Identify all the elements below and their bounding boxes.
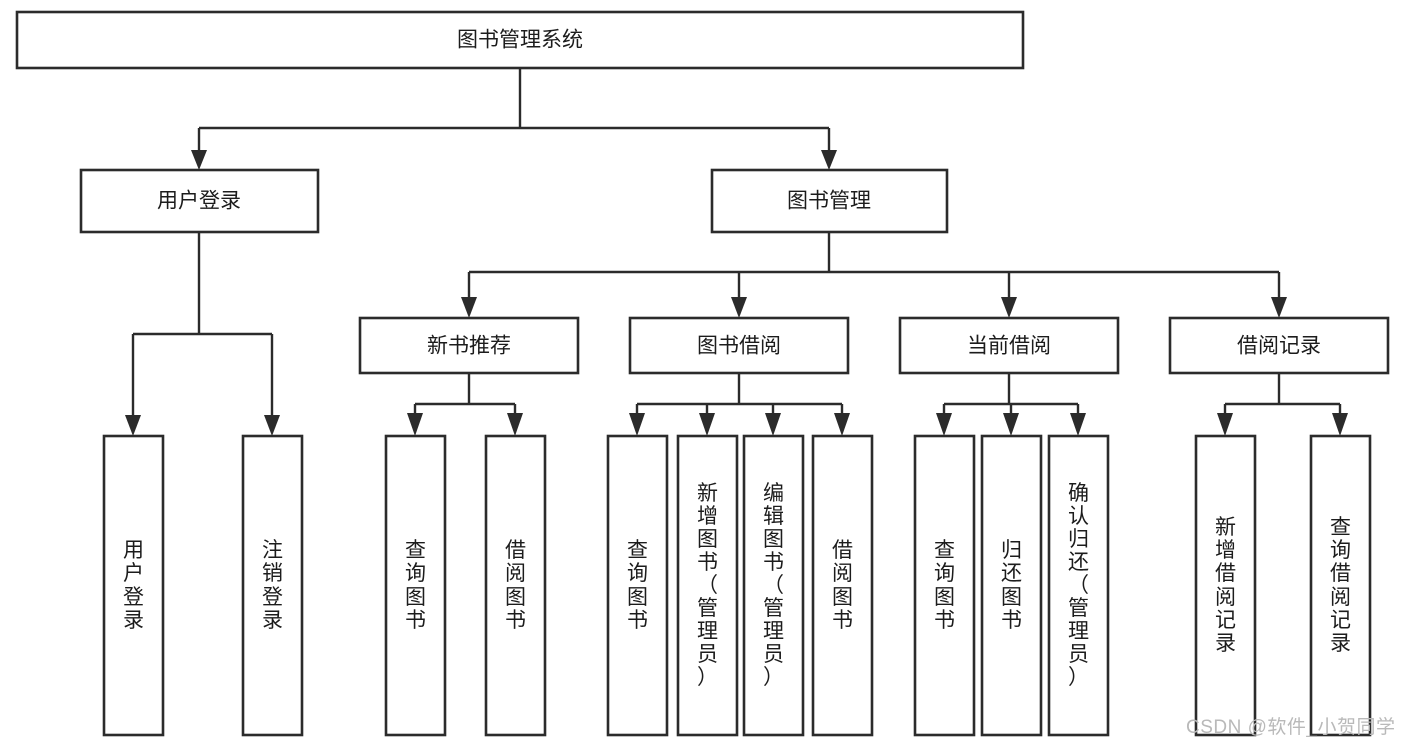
leaf-box-borrow-book-bb[interactable] bbox=[811, 434, 874, 737]
leaf-box-confirm-return-admin[interactable] bbox=[1047, 434, 1110, 737]
arrow-head-icon bbox=[765, 413, 781, 436]
leaf-box-edit-book-admin[interactable] bbox=[742, 434, 805, 737]
leaf-box-add-book-admin[interactable] bbox=[676, 434, 739, 737]
arrow-head-icon bbox=[264, 415, 280, 436]
leaf-box-query-book-cb[interactable] bbox=[913, 434, 976, 737]
leaf-box-add-borrow-record[interactable] bbox=[1194, 434, 1257, 737]
node-label-current-borrow: 当前借阅 bbox=[967, 335, 1051, 358]
arrow-head-icon bbox=[407, 413, 423, 436]
node-box[interactable] bbox=[710, 168, 949, 234]
arrow-head-icon bbox=[629, 413, 645, 436]
arrow-head-icon bbox=[507, 413, 523, 436]
node-label-book-management: 图书管理 bbox=[787, 190, 871, 213]
node-label-user-login: 用户登录 bbox=[157, 190, 241, 213]
arrow-head-icon bbox=[1003, 413, 1019, 436]
arrow-head-icon bbox=[1070, 413, 1086, 436]
arrow-head-icon bbox=[191, 150, 207, 170]
node-root[interactable]: 图书管理系统 bbox=[15, 10, 1025, 70]
node-label-book-borrow: 图书借阅 bbox=[697, 335, 781, 358]
arrow-head-icon bbox=[1217, 413, 1233, 436]
arrow-head-icon bbox=[731, 297, 747, 318]
arrow-head-icon bbox=[461, 297, 477, 318]
leaf-box-borrow-book-nbr[interactable] bbox=[484, 434, 547, 737]
leaf-box-layer bbox=[102, 434, 1372, 737]
arrow-head-icon bbox=[936, 413, 952, 436]
leaf-box-query-book-nbr[interactable] bbox=[384, 434, 447, 737]
node-label-root: 图书管理系统 bbox=[457, 29, 583, 52]
node-label-new-book-recommend: 新书推荐 bbox=[427, 335, 511, 358]
node-book-borrow[interactable]: 图书借阅 bbox=[628, 316, 850, 375]
leaf-box-logout[interactable] bbox=[241, 434, 304, 737]
connector-layer bbox=[125, 68, 1348, 436]
arrow-head-icon bbox=[699, 413, 715, 436]
node-box[interactable] bbox=[15, 10, 1025, 70]
node-box[interactable] bbox=[628, 316, 850, 375]
arrow-head-icon bbox=[125, 415, 141, 436]
watermark: CSDN @软件_小贺同学 bbox=[1186, 717, 1396, 738]
node-box[interactable] bbox=[358, 316, 580, 375]
node-user-login[interactable]: 用户登录 bbox=[79, 168, 320, 234]
leaf-box-query-borrow-record[interactable] bbox=[1309, 434, 1372, 737]
leaf-box-query-book-bb[interactable] bbox=[606, 434, 669, 737]
node-box[interactable] bbox=[898, 316, 1120, 375]
node-current-borrow[interactable]: 当前借阅 bbox=[898, 316, 1120, 375]
arrow-head-icon bbox=[1332, 413, 1348, 436]
arrow-head-icon bbox=[1001, 297, 1017, 318]
node-new-book-recommend[interactable]: 新书推荐 bbox=[358, 316, 580, 375]
node-box[interactable] bbox=[79, 168, 320, 234]
node-box[interactable] bbox=[1168, 316, 1390, 375]
arrow-head-icon bbox=[1271, 297, 1287, 318]
arrow-head-icon bbox=[834, 413, 850, 436]
node-book-management[interactable]: 图书管理 bbox=[710, 168, 949, 234]
node-label-borrow-record: 借阅记录 bbox=[1237, 335, 1321, 358]
node-borrow-record[interactable]: 借阅记录 bbox=[1168, 316, 1390, 375]
leaf-box-user-login[interactable] bbox=[102, 434, 165, 737]
leaf-box-return-book[interactable] bbox=[980, 434, 1043, 737]
arrow-head-icon bbox=[821, 150, 837, 170]
